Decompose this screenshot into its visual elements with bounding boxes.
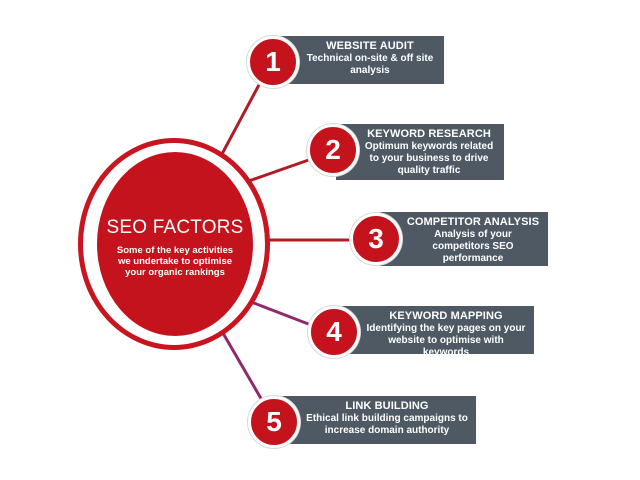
factor-description-3: Analysis of your competitors SEO perform…	[432, 229, 514, 264]
factor-description-5: Ethical link building campaigns to incre…	[306, 413, 468, 436]
factor-description-1: Technical on-site & off site analysis	[306, 53, 434, 76]
factor-title-1: WEBSITE AUDIT	[326, 40, 414, 52]
factor-card-4: KEYWORD MAPPING Identifying the key page…	[340, 306, 534, 358]
factor-title-2: KEYWORD RESEARCH	[367, 128, 491, 140]
factor-card-5: LINK BUILDING Ethical link building camp…	[280, 396, 476, 444]
connector-2	[245, 154, 321, 184]
factor-number-badge-4: 4	[308, 306, 360, 358]
factor-card-1: WEBSITE AUDIT Technical on-site & off si…	[278, 36, 444, 84]
factor-description-2: Optimum keywords related to your busines…	[364, 141, 494, 176]
factor-title-3: COMPETITOR ANALYSIS	[406, 216, 540, 228]
factor-description-4: Identifying the key pages on your websit…	[366, 323, 526, 358]
center-title: SEO FACTORS	[106, 216, 244, 238]
factor-number-badge-5: 5	[248, 396, 300, 448]
factor-number-badge-3: 3	[350, 213, 402, 265]
factor-card-3: COMPETITOR ANALYSIS Analysis of your com…	[380, 212, 548, 266]
center-description: Some of the key activities we undertake …	[116, 244, 234, 278]
factor-card-2: KEYWORD RESEARCH Optimum keywords relate…	[336, 124, 504, 180]
factor-number-badge-2: 2	[307, 124, 359, 176]
center-hub: SEO FACTORS Some of the key activities w…	[97, 152, 253, 336]
factor-title-5: LINK BUILDING	[345, 400, 429, 412]
factor-number-badge-1: 1	[247, 36, 299, 88]
factor-title-4: KEYWORD MAPPING	[389, 310, 503, 322]
